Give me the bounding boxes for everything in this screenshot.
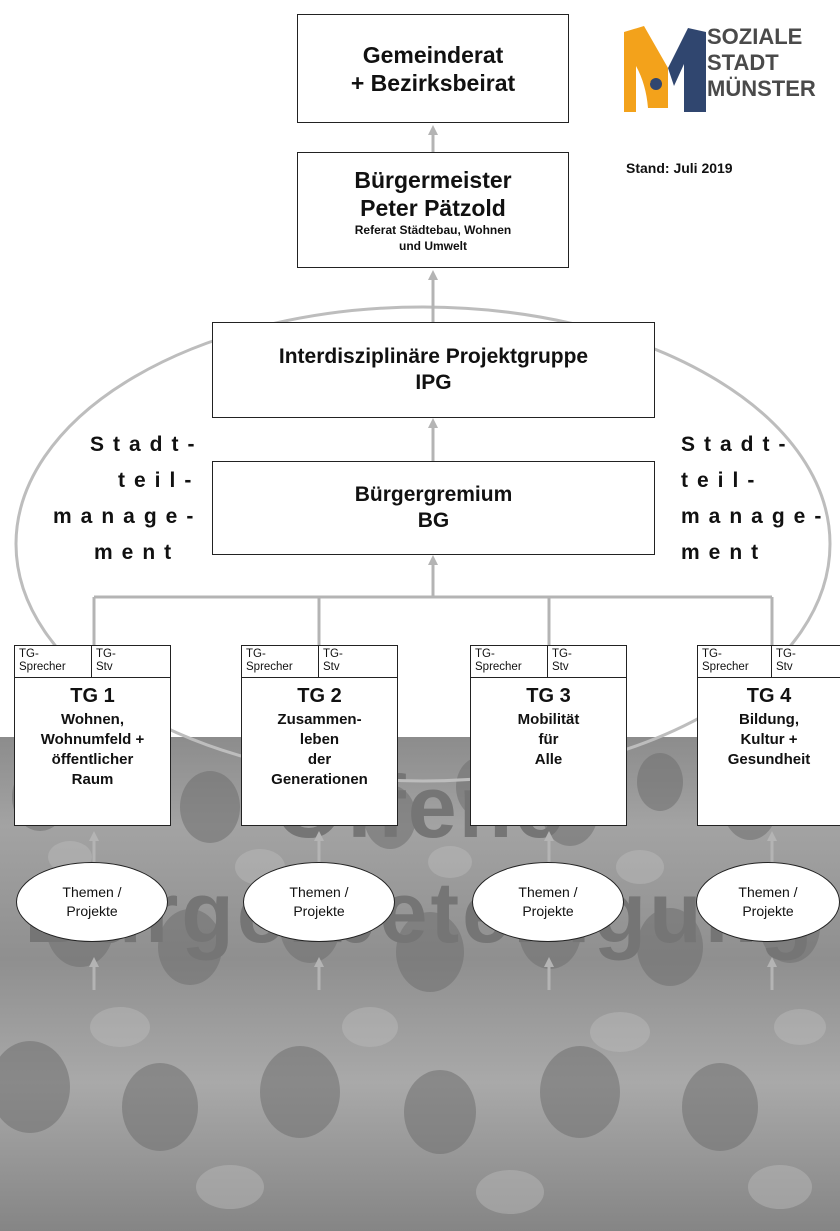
gemeinderat-box: Gemeinderat + Bezirksbeirat — [297, 14, 569, 123]
tg-stv-cell: TG-Stv — [319, 646, 343, 677]
gemeinderat-line1: Gemeinderat — [362, 41, 504, 68]
bg-line2: BG — [417, 509, 450, 532]
themen-line1: Themen / — [62, 884, 122, 900]
stm-right-4: ment — [681, 541, 768, 564]
stm-left-3: manage- — [53, 505, 203, 528]
logo-m-icon — [624, 26, 706, 112]
tg-desc-line: öffentlicher — [51, 751, 134, 768]
tg-title: TG 4 — [746, 685, 792, 707]
stadtteilmanagement-ellipse — [14, 305, 832, 783]
logo-line-3: MÜNSTER — [707, 76, 816, 101]
logo-line-1: SOZIALE — [707, 24, 803, 49]
buergermeister-box: Bürgermeister Peter Pätzold Referat Städ… — [297, 152, 569, 268]
tg-stv-label: TG- — [776, 648, 796, 660]
tg-stv-cell: TG-Stv — [772, 646, 796, 677]
tg-desc-line: Alle — [534, 751, 563, 768]
tg-sprecher-label: Sprecher — [246, 661, 293, 673]
themen-line1: Themen / — [289, 884, 349, 900]
tg-desc-line: Raum — [71, 771, 114, 788]
tg-desc-line: Wohnumfeld + — [40, 731, 145, 748]
tg-stv-label: Stv — [96, 661, 113, 673]
stm-right-3: manage- — [681, 505, 831, 528]
buergermeister-line1: Bürgermeister — [354, 167, 512, 193]
logo-line-2: STADT — [707, 50, 779, 75]
themen-line2: Projekte — [293, 903, 345, 919]
tg-desc-line: Gesundheit — [727, 751, 811, 768]
tg-desc-line: Mobilität — [517, 711, 580, 728]
tg-title: TG 1 — [70, 685, 115, 707]
tg-sprecher-cell: TG-Sprecher — [242, 646, 319, 677]
tg-sprecher-label: TG- — [702, 648, 722, 660]
tg-sprecher-label: TG- — [19, 648, 39, 660]
tg-sprecher-cell: TG-Sprecher — [471, 646, 548, 677]
tg-desc-line: leben — [299, 731, 340, 748]
tg-box-2: TG-Sprecher TG-Stv TG 2 Zusammen- leben … — [241, 645, 398, 826]
tg-stv-label: Stv — [552, 661, 569, 673]
themen-projekte-oval-1: Themen / Projekte — [16, 862, 168, 942]
tg-sprecher-label: Sprecher — [475, 661, 522, 673]
tg-sprecher-cell: TG-Sprecher — [15, 646, 92, 677]
tg-stv-label: Stv — [776, 661, 793, 673]
themen-line2: Projekte — [66, 903, 118, 919]
tg-sprecher-label: TG- — [475, 648, 495, 660]
tg-desc-line: für — [538, 731, 559, 748]
tg-sprecher-label: TG- — [246, 648, 266, 660]
tg-stv-cell: TG-Stv — [92, 646, 116, 677]
tg-stv-label: TG- — [96, 648, 116, 660]
themen-line2: Projekte — [742, 903, 794, 919]
tg-box-4: TG-Sprecher TG-Stv TG 4 Bildung, Kultur … — [697, 645, 840, 826]
logo: SOZIALE STADT MÜNSTER — [622, 22, 832, 122]
tg-sprecher-label: Sprecher — [19, 661, 66, 673]
tg-desc-line: der — [307, 751, 332, 768]
tg-desc-line: Wohnen, — [60, 711, 125, 728]
tg-stv-label: Stv — [323, 661, 340, 673]
stm-left-4: ment — [94, 541, 181, 564]
bg-box: Bürgergremium BG — [212, 461, 655, 555]
buergermeister-sub2: und Umwelt — [399, 239, 467, 253]
themen-line1: Themen / — [738, 884, 798, 900]
tg-desc-line: Zusammen- — [277, 711, 362, 728]
tg-sprecher-cell: TG-Sprecher — [698, 646, 772, 677]
tg-title: TG 3 — [526, 685, 571, 707]
themen-line1: Themen / — [518, 884, 578, 900]
ipg-line2: IPG — [415, 371, 452, 394]
stm-right-2: teil- — [681, 469, 764, 492]
themen-projekte-oval-2: Themen / Projekte — [243, 862, 395, 942]
tg-desc-line: Generationen — [271, 771, 368, 788]
buergermeister-line2: Peter Pätzold — [360, 195, 506, 221]
tg-desc-line: Kultur + — [740, 731, 798, 748]
gemeinderat-line2: + Bezirksbeirat — [350, 69, 516, 96]
tg-box-3: TG-Sprecher TG-Stv TG 3 Mobilität für Al… — [470, 645, 627, 826]
stm-left-1: Stadt- — [90, 433, 204, 456]
buergermeister-sub1: Referat Städtebau, Wohnen — [354, 223, 512, 237]
tg-desc-line: Bildung, — [739, 711, 799, 728]
tg-sprecher-label: Sprecher — [702, 661, 749, 673]
ipg-box: Interdisziplinäre Projektgruppe IPG — [212, 322, 655, 418]
themen-line2: Projekte — [522, 903, 574, 919]
tg-box-1: TG-Sprecher TG-Stv TG 1 Wohnen, Wohnumfe… — [14, 645, 171, 826]
stm-right-1: Stadt- — [681, 433, 795, 456]
tg-stv-label: TG- — [552, 648, 572, 660]
tg-stv-label: TG- — [323, 648, 343, 660]
themen-projekte-oval-4: Themen / Projekte — [696, 862, 840, 942]
themen-projekte-oval-3: Themen / Projekte — [472, 862, 624, 942]
bg-line1: Bürgergremium — [354, 483, 513, 506]
stm-left-2: teil- — [118, 469, 201, 492]
stand-date: Stand: Juli 2019 — [626, 160, 733, 176]
ipg-line1: Interdisziplinäre Projektgruppe — [278, 345, 589, 368]
tg-stv-cell: TG-Stv — [548, 646, 572, 677]
tg-title: TG 2 — [297, 685, 342, 707]
